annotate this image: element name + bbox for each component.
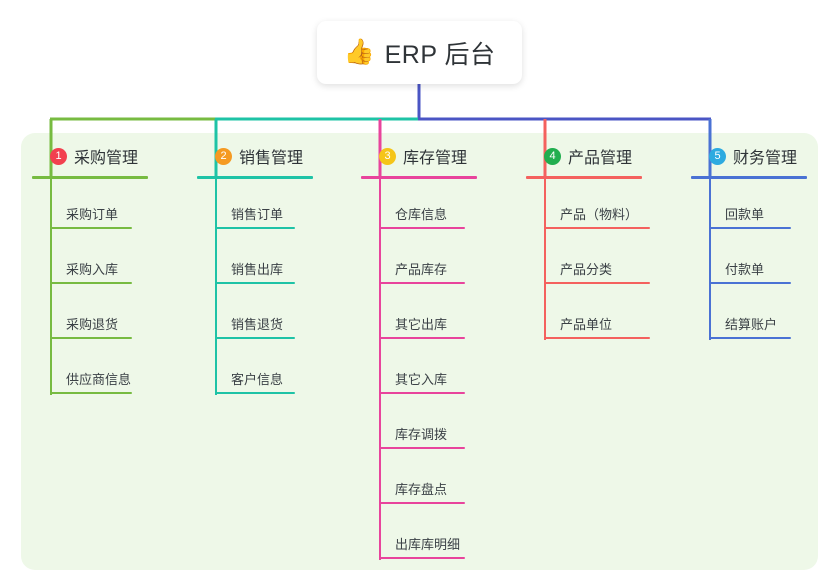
list-item-label: 采购入库 — [66, 262, 119, 277]
column-badge-2: 2 — [215, 147, 232, 165]
list-item[interactable]: 产品单位 — [526, 289, 650, 344]
list-item-rule — [379, 282, 465, 284]
column-header-rule-4 — [526, 176, 642, 179]
list-item-label: 结算账户 — [725, 317, 778, 332]
list-item[interactable]: 采购订单 — [32, 179, 148, 234]
list-item-label: 产品分类 — [560, 262, 613, 277]
list-item-label: 产品单位 — [560, 317, 613, 332]
list-item-rule — [379, 557, 465, 559]
list-item-label: 库存调拨 — [395, 427, 448, 442]
list-item-label: 产品（物料） — [560, 207, 639, 222]
list-item-rule — [215, 392, 295, 394]
column-title-2: 销售管理 — [239, 150, 304, 167]
list-item-label: 仓库信息 — [395, 207, 448, 222]
root-node-card[interactable]: 👍 ERP 后台 — [317, 21, 522, 84]
column-header-2[interactable]: 2 销售管理 — [197, 143, 313, 169]
list-item-rule — [709, 337, 791, 339]
column-title-4: 产品管理 — [568, 150, 633, 167]
list-item-label: 付款单 — [725, 262, 765, 277]
list-item[interactable]: 产品（物料） — [526, 179, 650, 234]
list-item-label: 销售出库 — [231, 262, 284, 277]
list-item[interactable]: 库存盘点 — [361, 454, 477, 509]
list-item-rule — [379, 447, 465, 449]
list-item[interactable]: 出库库明细 — [361, 509, 477, 564]
list-item[interactable]: 回款单 — [691, 179, 807, 234]
list-item-rule — [215, 227, 295, 229]
list-item[interactable]: 产品分类 — [526, 234, 650, 289]
list-item-rule — [544, 337, 650, 339]
list-item[interactable]: 采购退货 — [32, 289, 148, 344]
list-item[interactable]: 采购入库 — [32, 234, 148, 289]
list-item[interactable]: 客户信息 — [197, 344, 313, 399]
column-5: 5 财务管理回款单付款单结算账户 — [691, 143, 807, 344]
column-3: 3 库存管理仓库信息产品库存其它出库其它入库库存调拨库存盘点出库库明细 — [361, 143, 477, 564]
list-item-rule — [544, 282, 650, 284]
list-item-rule — [379, 337, 465, 339]
list-item[interactable]: 销售退货 — [197, 289, 313, 344]
list-item-label: 出库库明细 — [395, 537, 461, 552]
list-item-label: 其它入库 — [395, 372, 448, 387]
list-item[interactable]: 仓库信息 — [361, 179, 477, 234]
list-item-rule — [709, 227, 791, 229]
column-title-1: 采购管理 — [74, 150, 139, 167]
list-item-label: 销售退货 — [231, 317, 284, 332]
column-header-rule-2 — [197, 176, 313, 179]
list-item-rule — [50, 392, 132, 394]
list-item-rule — [379, 502, 465, 504]
list-item-label: 其它出库 — [395, 317, 448, 332]
column-title-5: 财务管理 — [733, 150, 798, 167]
column-title-3: 库存管理 — [403, 150, 468, 167]
list-item[interactable]: 库存调拨 — [361, 399, 477, 454]
column-header-1[interactable]: 1 采购管理 — [32, 143, 148, 169]
content-panel — [21, 133, 818, 570]
list-item[interactable]: 其它入库 — [361, 344, 477, 399]
list-item[interactable]: 销售订单 — [197, 179, 313, 234]
list-item-label: 采购订单 — [66, 207, 119, 222]
list-item-label: 回款单 — [725, 207, 765, 222]
column-1: 1 采购管理采购订单采购入库采购退货供应商信息 — [32, 143, 148, 399]
list-item-label: 供应商信息 — [66, 372, 132, 387]
column-badge-5: 5 — [709, 147, 726, 165]
column-badge-3: 3 — [379, 147, 396, 165]
list-item-rule — [544, 227, 650, 229]
column-header-4[interactable]: 4 产品管理 — [526, 143, 642, 169]
list-item-rule — [709, 282, 791, 284]
column-badge-1: 1 — [50, 147, 67, 165]
list-item-rule — [379, 392, 465, 394]
list-item-label: 采购退货 — [66, 317, 119, 332]
list-item-rule — [379, 227, 465, 229]
list-item-rule — [215, 282, 295, 284]
column-header-rule-5 — [691, 176, 807, 179]
column-header-rule-1 — [32, 176, 148, 179]
list-item[interactable]: 付款单 — [691, 234, 807, 289]
list-item-label: 客户信息 — [231, 372, 284, 387]
column-4: 4 产品管理产品（物料） 产品分类产品单位 — [526, 143, 650, 344]
list-item-rule — [215, 337, 295, 339]
list-item-label: 产品库存 — [395, 262, 448, 277]
list-item-rule — [50, 282, 132, 284]
column-2: 2 销售管理销售订单销售出库销售退货客户信息 — [197, 143, 313, 399]
list-item-rule — [50, 227, 132, 229]
page-title: ERP 后台 — [384, 40, 496, 69]
list-item-label: 销售订单 — [231, 207, 284, 222]
list-item[interactable]: 供应商信息 — [32, 344, 148, 399]
list-item[interactable]: 结算账户 — [691, 289, 807, 344]
list-item-label: 库存盘点 — [395, 482, 448, 497]
list-item-rule — [50, 337, 132, 339]
thumbs-up-icon: 👍 — [343, 38, 375, 66]
list-item[interactable]: 产品库存 — [361, 234, 477, 289]
column-badge-4: 4 — [544, 147, 561, 165]
list-item[interactable]: 销售出库 — [197, 234, 313, 289]
column-header-5[interactable]: 5 财务管理 — [691, 143, 807, 169]
column-header-3[interactable]: 3 库存管理 — [361, 143, 477, 169]
column-header-rule-3 — [361, 176, 477, 179]
list-item[interactable]: 其它出库 — [361, 289, 477, 344]
